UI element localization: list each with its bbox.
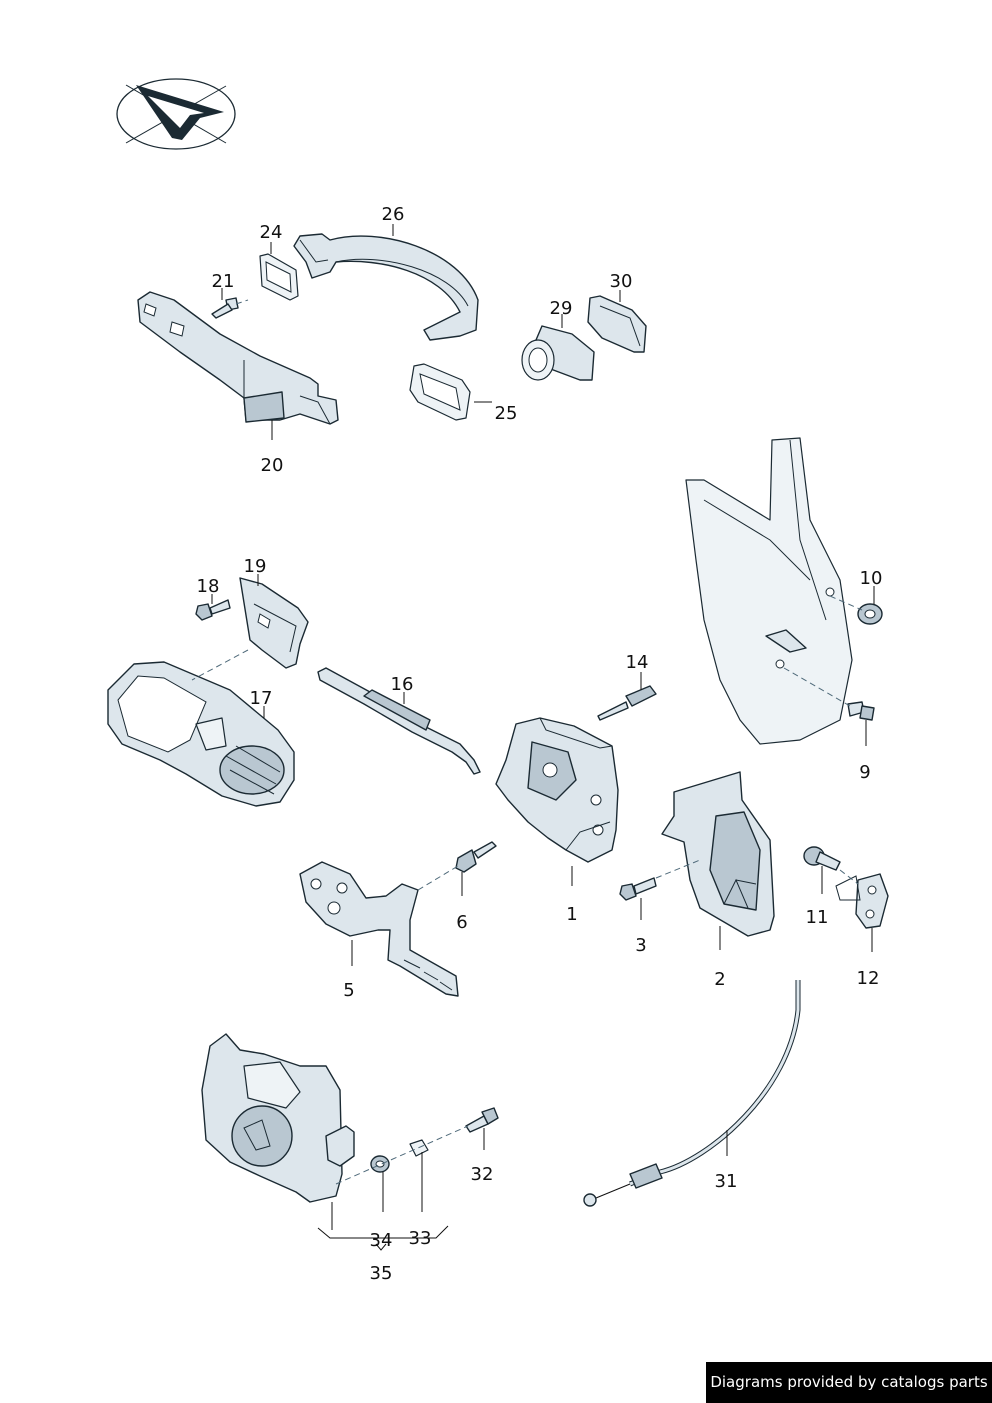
part-24-gasket[interactable] — [259, 253, 299, 301]
callout-6[interactable]: 6 — [456, 912, 467, 933]
part-32-screw[interactable] — [465, 1107, 499, 1133]
callout-25[interactable]: 25 — [495, 403, 518, 424]
leader-lines — [211, 224, 875, 1251]
part-3-screw[interactable] — [619, 877, 657, 901]
callout-16[interactable]: 16 — [391, 674, 414, 695]
callout-14[interactable]: 14 — [626, 652, 649, 673]
logo-icon — [116, 78, 236, 150]
callout-30[interactable]: 30 — [610, 271, 633, 292]
callout-24[interactable]: 24 — [260, 222, 283, 243]
part-30-cap[interactable] — [587, 295, 647, 353]
callout-10[interactable]: 10 — [860, 568, 883, 589]
callout-29[interactable]: 29 — [550, 298, 573, 319]
part-18-bolt[interactable] — [195, 599, 231, 621]
part-11-bolt[interactable] — [803, 846, 841, 871]
callout-19[interactable]: 19 — [244, 556, 267, 577]
part-26-exterior-handle[interactable] — [293, 233, 479, 341]
part-1-door-lock[interactable] — [495, 717, 619, 863]
part-35-lock-module[interactable] — [201, 1033, 355, 1203]
part-12-striker[interactable] — [835, 873, 889, 929]
callout-9[interactable]: 9 — [859, 762, 870, 783]
callout-20[interactable]: 20 — [261, 455, 284, 476]
part-10-nut[interactable] — [857, 603, 883, 625]
callouts: 1 2 3 5 6 9 10 11 12 14 16 17 18 19 20 2… — [197, 204, 883, 1284]
callout-3[interactable]: 3 — [635, 935, 646, 956]
part-6-stud[interactable] — [455, 841, 497, 873]
part-16-rod[interactable] — [317, 667, 481, 775]
callout-17[interactable]: 17 — [250, 688, 273, 709]
part-17-interior-handle[interactable] — [107, 661, 295, 807]
assembly-lines — [191, 299, 863, 1185]
callout-35[interactable]: 35 — [370, 1263, 393, 1284]
callout-32[interactable]: 32 — [471, 1164, 494, 1185]
part-9-bolt[interactable] — [847, 701, 875, 721]
callout-33[interactable]: 33 — [409, 1228, 432, 1249]
part-19-bracket[interactable] — [239, 577, 309, 669]
part-2-lock-cover[interactable] — [661, 771, 775, 937]
door-panel — [685, 437, 853, 745]
callout-18[interactable]: 18 — [197, 576, 220, 597]
part-5-bracket[interactable] — [299, 861, 459, 997]
part-14-pin[interactable] — [597, 685, 657, 721]
part-29-lock-cylinder[interactable] — [521, 325, 595, 381]
callout-21[interactable]: 21 — [212, 271, 235, 292]
callout-26[interactable]: 26 — [382, 204, 405, 225]
callout-31[interactable]: 31 — [715, 1171, 738, 1192]
callout-5[interactable]: 5 — [343, 980, 354, 1001]
callout-34[interactable]: 34 — [370, 1230, 393, 1251]
part-34-nut[interactable] — [370, 1155, 390, 1173]
part-31-cable[interactable] — [583, 980, 801, 1207]
part-20-handle-carrier[interactable] — [137, 291, 339, 425]
callout-2[interactable]: 2 — [714, 969, 725, 990]
footer-credit[interactable]: Diagrams provided by catalogs parts — [706, 1362, 992, 1403]
part-25-gasket[interactable] — [409, 363, 471, 421]
part-21-screw[interactable] — [211, 297, 239, 319]
callout-11[interactable]: 11 — [806, 907, 829, 928]
callout-12[interactable]: 12 — [857, 968, 880, 989]
callout-1[interactable]: 1 — [566, 904, 577, 925]
